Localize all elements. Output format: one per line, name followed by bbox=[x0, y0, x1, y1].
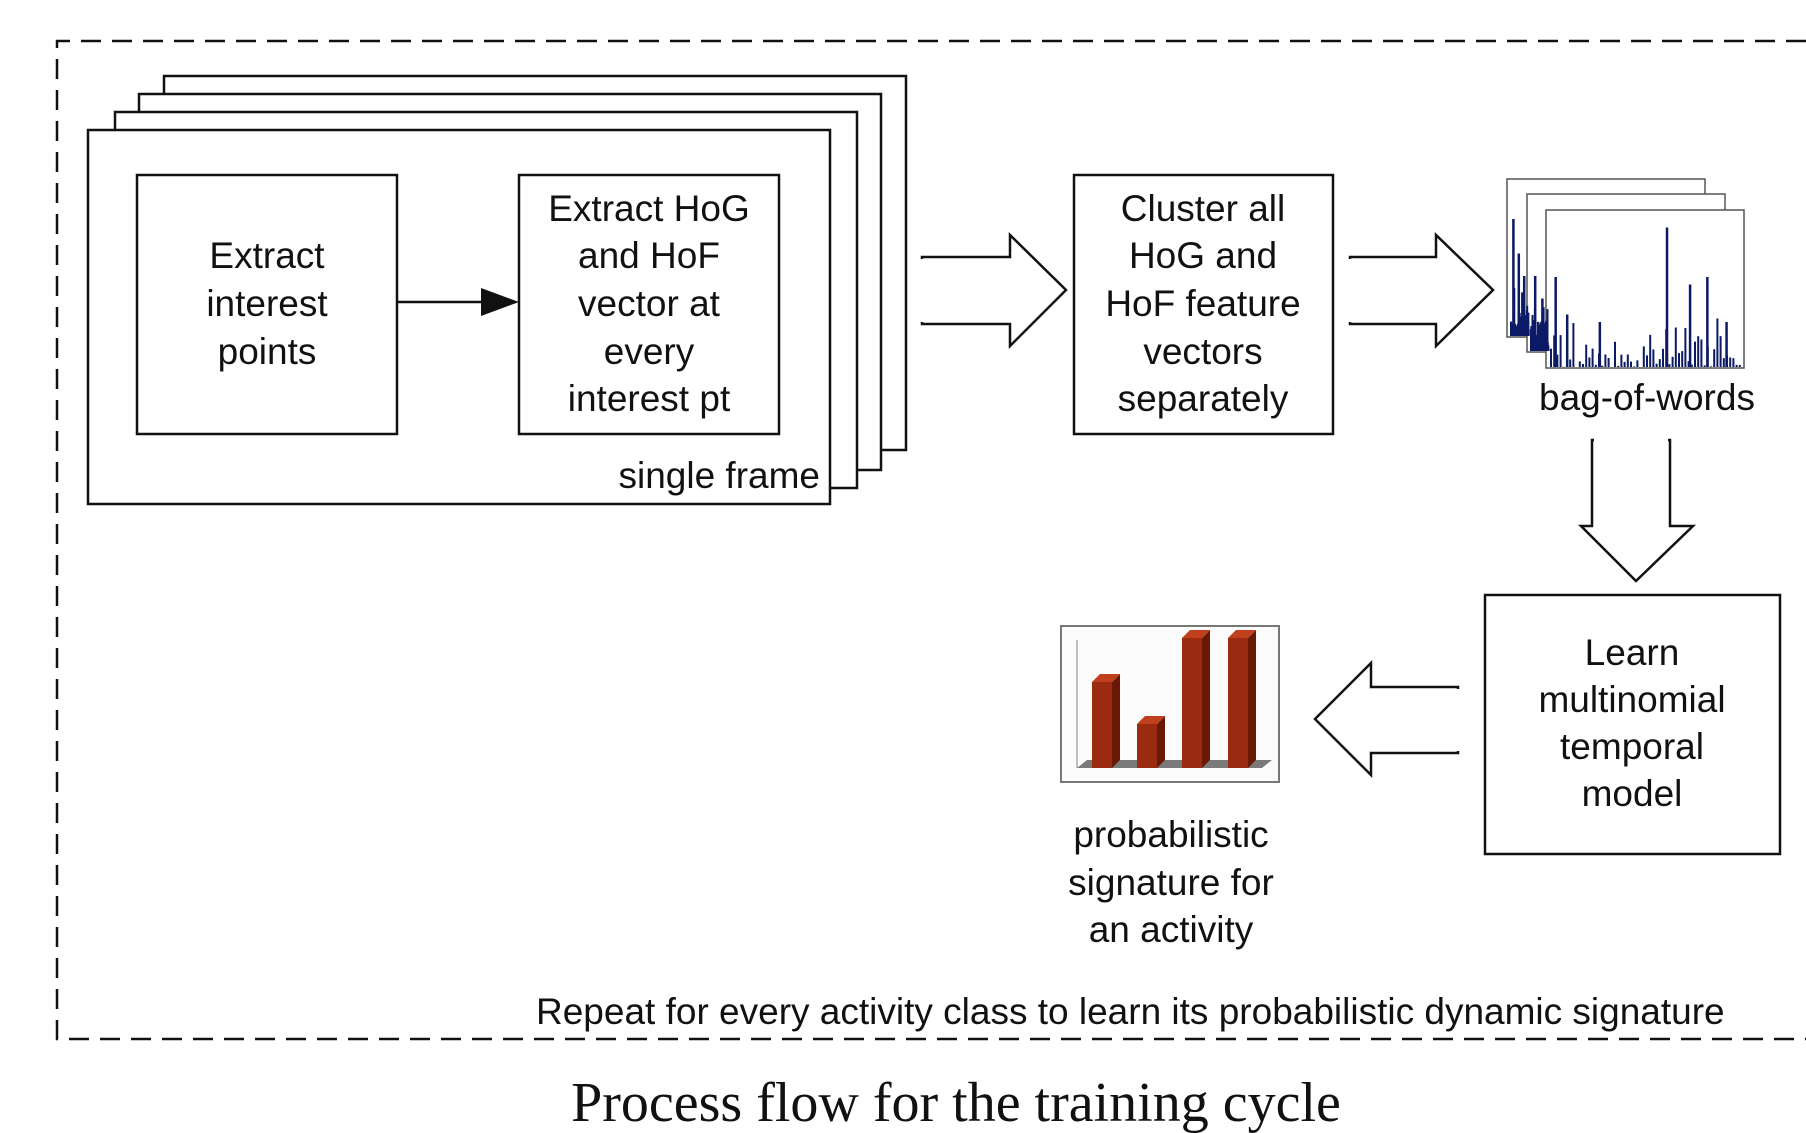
histogram-stack-icon bbox=[1506, 178, 1745, 369]
inner-arrow-head bbox=[481, 288, 519, 316]
bar-top bbox=[1137, 716, 1165, 724]
arrow-to-bag-of-words bbox=[1348, 232, 1495, 349]
figure-caption: Process flow for the training cycle bbox=[571, 1072, 1341, 1133]
bar-front bbox=[1137, 724, 1157, 768]
learn-line-4: model bbox=[1582, 773, 1683, 814]
cluster-line-2: HoG and bbox=[1129, 235, 1277, 276]
single-frame-label: single frame bbox=[618, 455, 820, 496]
histogram-middle-bars bbox=[1530, 276, 1550, 351]
extract-hog-line-2: and HoF bbox=[578, 235, 720, 276]
bar-side bbox=[1112, 674, 1120, 768]
3d-bar-chart-icon bbox=[1060, 625, 1280, 783]
learn-line-2: multinomial bbox=[1538, 679, 1725, 720]
bar-chart-floor bbox=[1077, 760, 1272, 768]
learn-line-1: Learn bbox=[1585, 632, 1680, 673]
bar-chart-bars bbox=[1092, 630, 1256, 768]
bar-side bbox=[1157, 716, 1165, 768]
arrow-to-cluster bbox=[920, 232, 1068, 350]
extract-hog-line-3: vector at bbox=[578, 283, 721, 324]
extract-hog-line-4: every bbox=[604, 331, 695, 372]
bar-front bbox=[1228, 638, 1248, 768]
extract-hog-line-5: interest pt bbox=[568, 378, 731, 419]
histogram-front bbox=[1545, 209, 1745, 369]
histogram-front-bars bbox=[1550, 227, 1741, 367]
extract-points-line-2: interest bbox=[206, 283, 328, 324]
repeat-boundary bbox=[55, 39, 1806, 1041]
repeat-label: Repeat for every activity class to learn… bbox=[536, 991, 1725, 1032]
bar-side bbox=[1202, 630, 1210, 768]
extract-hog-hof-box bbox=[517, 173, 781, 436]
bar-side bbox=[1248, 630, 1256, 768]
learn-box bbox=[1483, 593, 1782, 856]
extract-hog-line-1: Extract HoG bbox=[548, 188, 750, 229]
cluster-line-5: separately bbox=[1118, 378, 1289, 419]
bar-top bbox=[1182, 630, 1210, 638]
extract-points-line-3: points bbox=[218, 331, 317, 372]
signature-line-1: probabilistic bbox=[1073, 814, 1268, 855]
arrow-to-signature bbox=[1313, 659, 1460, 779]
cluster-line-1: Cluster all bbox=[1121, 188, 1286, 229]
bag-of-words-label: bag-of-words bbox=[1539, 377, 1755, 418]
signature-line-2: signature for bbox=[1068, 862, 1274, 903]
bar-front bbox=[1092, 682, 1112, 768]
cluster-box bbox=[1072, 173, 1335, 436]
learn-line-3: temporal bbox=[1560, 726, 1704, 767]
extract-interest-points-box bbox=[135, 173, 399, 436]
bar-top bbox=[1092, 674, 1120, 682]
cluster-line-3: HoF feature bbox=[1105, 283, 1300, 324]
histogram-back-bars bbox=[1510, 219, 1530, 336]
arrow-to-learn bbox=[1577, 438, 1697, 583]
bar-front bbox=[1182, 638, 1202, 768]
bar-top bbox=[1228, 630, 1256, 638]
cluster-line-4: vectors bbox=[1143, 331, 1262, 372]
signature-line-3: an activity bbox=[1089, 909, 1254, 950]
extract-points-line-1: Extract bbox=[209, 235, 325, 276]
